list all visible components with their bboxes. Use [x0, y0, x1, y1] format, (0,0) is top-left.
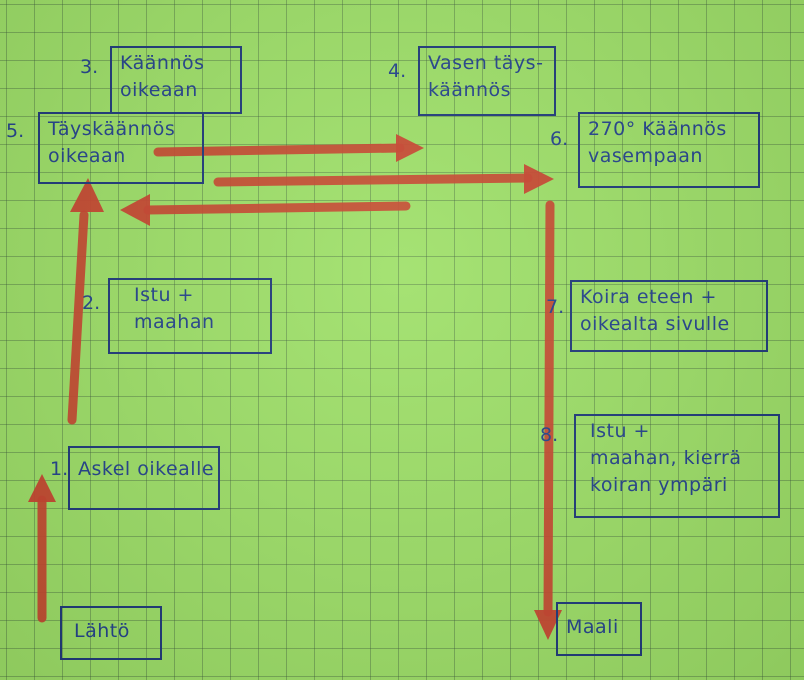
- arrow-head-step5: [70, 178, 104, 212]
- step6-box: 270° Käännös vasempaan: [578, 112, 760, 188]
- step8-box: Istu + maahan, kierrä koiran ympäri: [574, 414, 780, 518]
- arrow-head-step4: [396, 134, 424, 162]
- step8-number: 8.: [540, 424, 559, 446]
- start-label: Lähtö: [74, 620, 130, 642]
- step3-box: Käännös oikeaan: [110, 46, 242, 114]
- step5-line2: oikeaan: [48, 145, 126, 167]
- start-box: Lähtö: [60, 606, 162, 660]
- arrow-step5-to-step4: [153, 143, 405, 157]
- arrow-head-finish: [534, 610, 562, 640]
- step2-line2: maahan: [134, 311, 215, 333]
- step8-line1: Istu +: [590, 420, 650, 442]
- arrow-head-step1: [28, 474, 56, 502]
- step1-number: 1.: [50, 458, 69, 480]
- step6-line2: vasempaan: [588, 145, 703, 167]
- step2-number: 2.: [82, 292, 101, 314]
- step6-line1: 270° Käännös: [588, 118, 727, 140]
- step2-line1: Istu +: [134, 284, 194, 306]
- step5-number: 5.: [6, 120, 25, 142]
- step7-number: 7.: [546, 296, 565, 318]
- step7-line2: oikealta sivulle: [580, 313, 730, 335]
- step4-box: Vasen täys- käännös: [418, 46, 556, 116]
- finish-box: Maali: [556, 602, 642, 656]
- step1-box: Askel oikealle: [68, 446, 220, 510]
- step4-number: 4.: [388, 60, 407, 82]
- step5-box: Täyskäännös oikeaan: [38, 112, 204, 184]
- step4-line1: Vasen täys-: [428, 52, 544, 74]
- arrow-head-step6: [524, 164, 554, 194]
- step1-line1: Askel oikealle: [78, 458, 215, 480]
- step4-line2: käännös: [428, 79, 512, 101]
- step3-line1: Käännös: [120, 52, 205, 74]
- step2-box: Istu + maahan: [108, 278, 272, 354]
- arrow-step1-to-step5: [67, 210, 89, 425]
- step6-number: 6.: [550, 128, 569, 150]
- step3-line2: oikeaan: [120, 79, 198, 101]
- step8-line3: koiran ympäri: [590, 474, 728, 496]
- arrow-back-to-step5: [143, 201, 411, 215]
- step3-number: 3.: [80, 56, 99, 78]
- arrow-step6-to-finish: [543, 200, 555, 617]
- step8-line2: maahan, kierrä: [590, 447, 742, 469]
- arrow-head-back-step5: [120, 194, 150, 226]
- step7-box: Koira eteen + oikealta sivulle: [570, 280, 768, 352]
- finish-label: Maali: [566, 616, 619, 638]
- arrow-step5-to-step6: [213, 173, 533, 187]
- step5-line1: Täyskäännös: [48, 118, 176, 140]
- step7-line1: Koira eteen +: [580, 286, 717, 308]
